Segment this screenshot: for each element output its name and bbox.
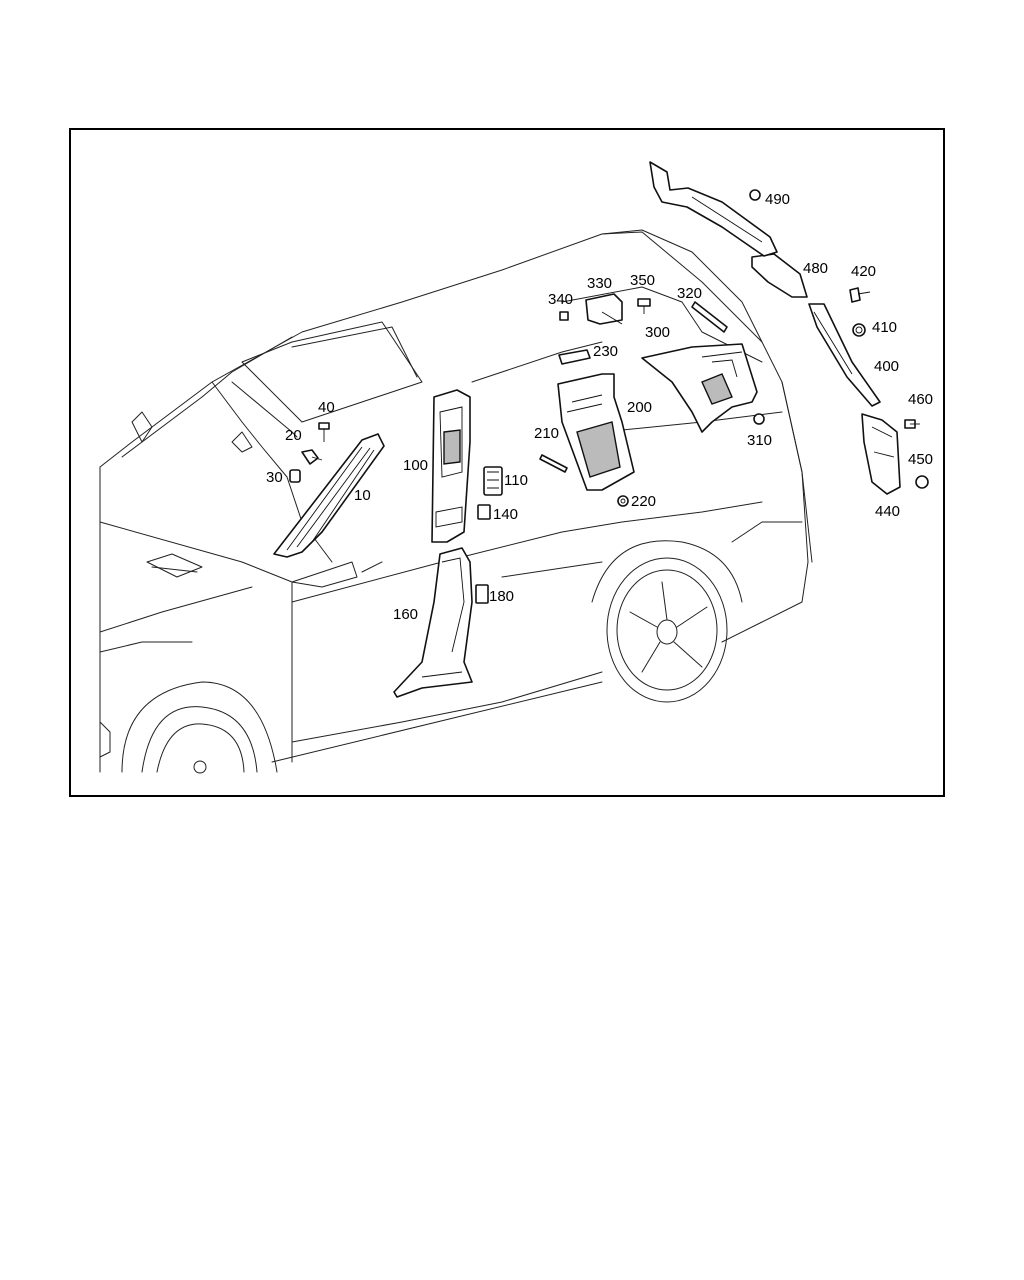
part-450-nut: [915, 475, 929, 489]
part-350-screw: [637, 298, 651, 314]
part-30-fastener: [289, 469, 301, 483]
callout-20: 20: [285, 427, 302, 444]
callout-230: 230: [593, 343, 619, 360]
part-180-clip: [475, 584, 489, 604]
part-310-clip: [753, 413, 765, 425]
part-300-rear-side-trim: [641, 343, 758, 433]
part-410-nut: [852, 323, 866, 337]
callout-400: 400: [874, 358, 900, 375]
rear-wheel: [591, 540, 743, 703]
part-160-b-pillar-lower: [393, 547, 473, 698]
part-10-a-pillar-trim: [273, 433, 385, 558]
part-220-grommet: [617, 495, 629, 507]
callout-180: 180: [489, 588, 515, 605]
callout-200: 200: [627, 399, 653, 416]
part-340-clip: [559, 311, 569, 321]
callout-450: 450: [908, 451, 934, 468]
part-200-c-pillar-trim: [557, 373, 635, 491]
callout-320: 320: [677, 285, 703, 302]
callout-300: 300: [645, 324, 671, 341]
callout-410: 410: [872, 319, 898, 336]
callout-210: 210: [534, 425, 560, 442]
callout-40: 40: [318, 399, 335, 416]
part-40-screw: [318, 422, 330, 442]
callout-420: 420: [851, 263, 877, 280]
callout-440: 440: [875, 503, 901, 520]
callout-10: 10: [354, 487, 371, 504]
callout-350: 350: [630, 272, 656, 289]
callout-490: 490: [765, 191, 791, 208]
diagram-frame: 490 480 420 410 400 460 450 440 330 350 …: [69, 128, 945, 797]
callout-480: 480: [803, 260, 829, 277]
front-wheel: [121, 681, 278, 774]
part-490-header-rail: [649, 161, 778, 257]
callout-330: 330: [587, 275, 613, 292]
part-230-cover: [558, 349, 591, 365]
callout-110: 110: [504, 472, 528, 489]
part-210-trim-strip: [539, 454, 568, 473]
part-330-cover: [585, 293, 623, 325]
part-420-screw: [849, 287, 871, 303]
part-320-trim-strip: [691, 301, 728, 333]
vehicle-drawing: [99, 161, 929, 774]
part-20-clip: [301, 449, 323, 465]
callout-340: 340: [548, 291, 574, 308]
part-460-screw: [904, 419, 920, 429]
part-140-clip: [477, 504, 491, 520]
callout-220: 220: [631, 493, 657, 510]
part-100-b-pillar-upper: [431, 389, 471, 543]
part-480-roof-trim: [751, 253, 808, 298]
callout-310: 310: [747, 432, 773, 449]
callout-160: 160: [393, 606, 419, 623]
part-400-d-pillar-trim: [808, 303, 881, 407]
part-110-belt-guide: [483, 466, 503, 496]
callout-460: 460: [908, 391, 934, 408]
callout-30: 30: [266, 469, 283, 486]
part-440-trim-panel: [861, 413, 901, 495]
callout-140: 140: [493, 506, 519, 523]
callout-100: 100: [403, 457, 429, 474]
